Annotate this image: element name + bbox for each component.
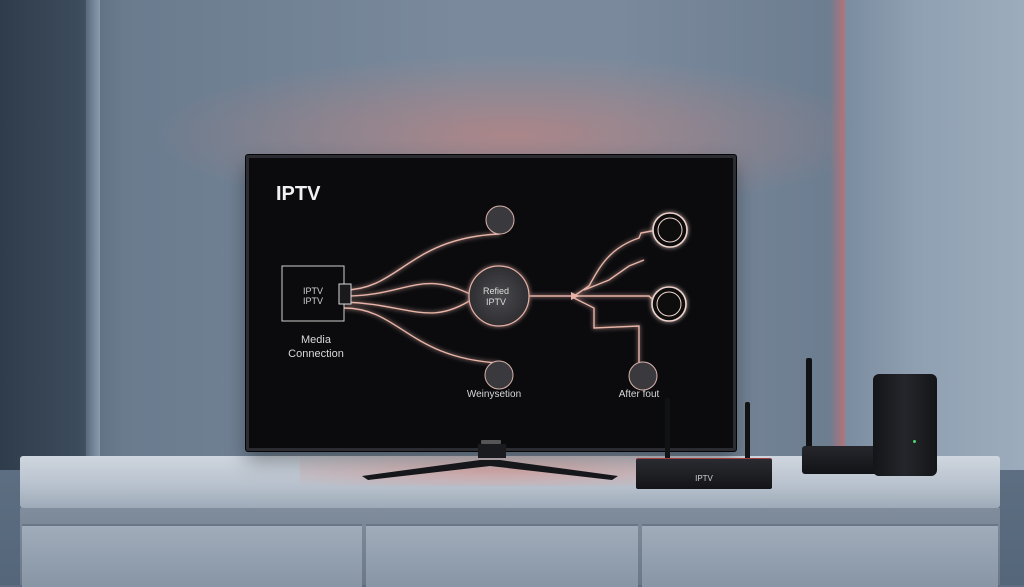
tv-brand-logo xyxy=(481,440,501,444)
center-hub-node xyxy=(468,265,530,327)
iptv-network-diagram xyxy=(281,205,688,391)
bottom-left-node xyxy=(484,360,514,390)
router-antenna xyxy=(806,358,812,450)
tv-stand-neck xyxy=(478,444,506,458)
screen-title: IPTV xyxy=(276,183,321,205)
arrow-icon xyxy=(571,292,579,300)
top-node xyxy=(485,205,515,235)
iptv-set-top-box: IPTV xyxy=(636,458,772,489)
center-hub-label: Refied IPTV xyxy=(482,286,509,307)
left-wall-pillar xyxy=(0,0,98,470)
connector-plug-icon xyxy=(338,283,352,305)
console-drawer-middle xyxy=(366,524,638,587)
smart-speaker xyxy=(873,374,937,476)
console-drawer-left xyxy=(22,524,362,587)
stb-antenna-left xyxy=(665,398,670,460)
bottom-left-node-label: Weinysetion xyxy=(466,389,522,400)
set-top-box-label: IPTV xyxy=(695,474,713,483)
connection-lines xyxy=(343,223,658,377)
tv-screen: IPTV IPTV IPTV Media Connection Refied I… xyxy=(249,158,733,448)
speaker-status-led xyxy=(913,440,916,443)
media-connection-label: Media Connection xyxy=(288,334,344,360)
left-wall-edge xyxy=(86,0,100,470)
television: IPTV IPTV IPTV Media Connection Refied I… xyxy=(246,155,736,451)
console-drawer-right xyxy=(642,524,998,587)
tv-stand-base xyxy=(362,460,618,480)
box-node-label: IPTV IPTV xyxy=(302,286,323,306)
bottom-right-node-label: After fout xyxy=(618,389,660,400)
stb-antenna-right xyxy=(745,402,750,460)
mid-right-ring-inner xyxy=(656,291,682,317)
top-right-ring-inner xyxy=(657,217,683,243)
bottom-right-node xyxy=(628,361,658,391)
